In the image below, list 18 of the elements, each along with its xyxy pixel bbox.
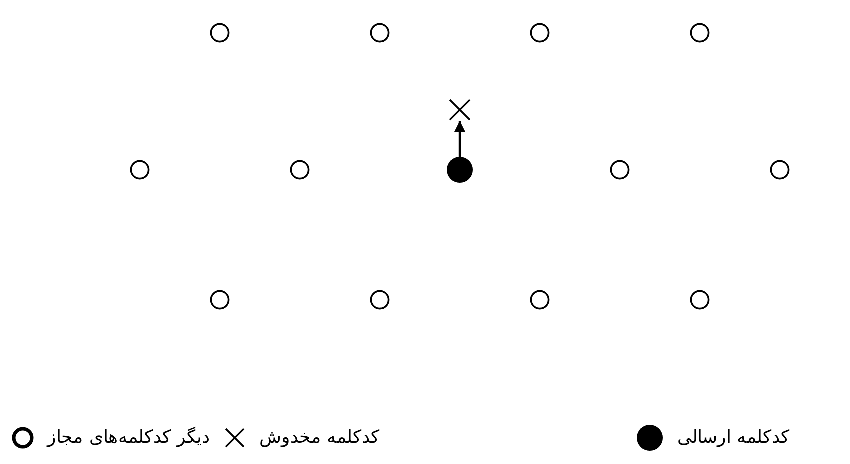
filled-circle-marker [447, 157, 473, 183]
open-circle-marker [210, 23, 230, 43]
legend-label: کدکلمه ارسالی [677, 426, 790, 450]
open-circle-marker [130, 160, 150, 180]
arrow [454, 121, 466, 157]
open-circle-marker [530, 23, 550, 43]
legend-label: کدکلمه مخدوش [259, 426, 380, 450]
open-circle-marker [290, 160, 310, 180]
open-circle-marker [690, 290, 710, 310]
legend-label: دیگر کدکلمه‌های مجاز [48, 426, 210, 450]
open-circle-marker [370, 23, 390, 43]
open-circle-marker [210, 290, 230, 310]
cross-marker [449, 99, 471, 121]
open-circle-marker [690, 23, 710, 43]
open-circle-marker [770, 160, 790, 180]
open-circle-marker [610, 160, 630, 180]
open-circle-marker [370, 290, 390, 310]
open-circle-marker [530, 290, 550, 310]
